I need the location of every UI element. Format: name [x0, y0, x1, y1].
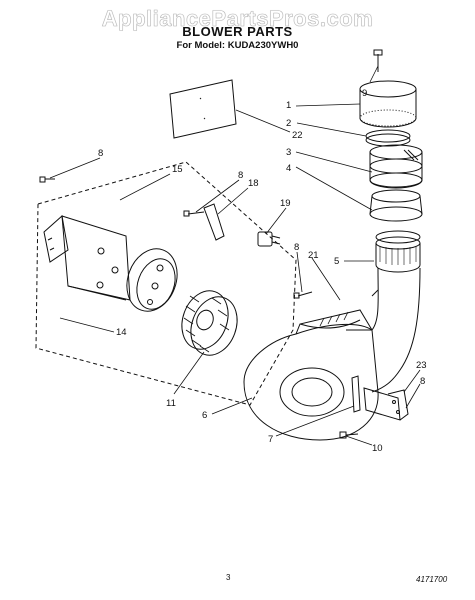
callout-11: 11 — [166, 398, 176, 409]
ring-lower — [369, 189, 423, 222]
callout-15: 15 — [172, 164, 183, 175]
callout-8-left: 8 — [98, 148, 103, 159]
callout-6: 6 — [202, 410, 207, 421]
callout-2: 2 — [286, 118, 291, 129]
callout-14: 14 — [116, 327, 127, 338]
callout-3: 3 — [286, 147, 291, 158]
callout-8-right: 8 — [420, 376, 425, 387]
screw-top — [373, 49, 383, 72]
screw-left — [39, 176, 55, 183]
screw-mid — [293, 291, 313, 299]
callout-18: 18 — [248, 178, 259, 189]
callout-21: 21 — [308, 250, 319, 261]
screw-bottom — [339, 431, 359, 439]
motor-bracket — [43, 215, 131, 301]
callout-23: 23 — [416, 360, 427, 371]
callout-1: 1 — [286, 100, 291, 111]
callout-5: 5 — [334, 256, 339, 267]
callout-4: 4 — [286, 163, 291, 174]
label-plate — [169, 79, 237, 139]
duct-elbow — [346, 267, 421, 393]
callout-8-mid: 8 — [294, 242, 299, 253]
callout-22: 22 — [292, 130, 303, 141]
watermark: AppliancePartsPros.com — [101, 6, 374, 32]
blower-housing — [243, 309, 379, 441]
blower-wheel — [181, 290, 238, 356]
motor-plate — [126, 248, 178, 312]
diagram-title: BLOWER PARTS — [182, 24, 293, 39]
collar — [375, 230, 421, 273]
callout-19: 19 — [280, 198, 291, 209]
document-number: 4171700 — [416, 575, 448, 584]
assembly-boundary — [35, 161, 297, 406]
ring-upper — [365, 129, 411, 147]
cap — [359, 80, 417, 128]
callout-7: 7 — [268, 434, 273, 445]
mount-bracket — [351, 375, 409, 421]
page-number: 3 — [226, 573, 231, 582]
model-line: For Model: KUDA230YWH0 — [176, 40, 299, 51]
callout-10: 10 — [372, 443, 383, 454]
callout-8-bracket: 8 — [238, 170, 243, 181]
filter-housing — [369, 144, 423, 189]
wire-bracket — [183, 203, 225, 241]
thermostat — [257, 231, 281, 247]
callout-9: 9 — [362, 88, 367, 99]
